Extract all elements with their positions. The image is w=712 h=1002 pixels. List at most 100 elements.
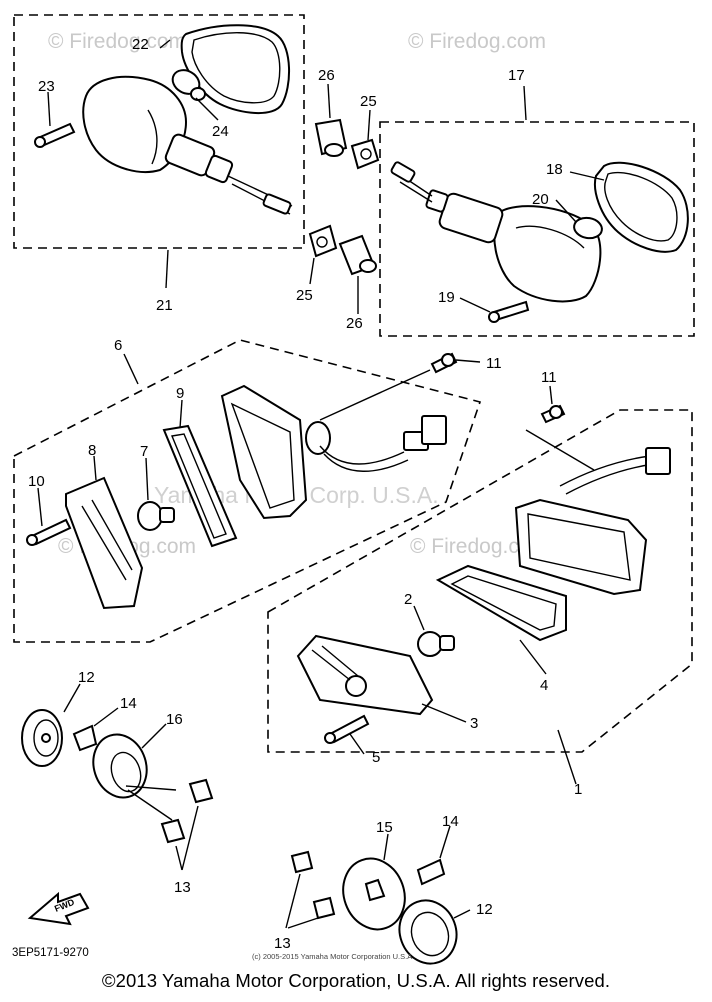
screw-5-head (324, 732, 336, 744)
callout-14-left: 14 (120, 695, 137, 712)
screw-11-right-axis (525, 429, 595, 471)
callout-21: 21 (156, 297, 173, 314)
group-21-boundary (13, 14, 305, 249)
callout-13-right: 13 (274, 935, 291, 952)
gasket-4 (435, 564, 567, 642)
lens-3-facets (311, 645, 359, 681)
callout-12-left: 12 (78, 669, 95, 686)
leader-12-right (453, 909, 471, 919)
callout-3: 3 (470, 715, 478, 732)
housing-21-edge (147, 109, 158, 165)
grommets (308, 83, 380, 314)
leader-11-right (549, 385, 553, 405)
diagram-code: 3EP5171-9270 (12, 947, 89, 959)
callout-4: 4 (540, 677, 548, 694)
gasket-4-inner (450, 575, 557, 631)
connector-17 (390, 161, 416, 183)
leader-3 (421, 703, 467, 723)
bolt-14-right (416, 858, 446, 886)
callout-22: 22 (132, 36, 149, 53)
leader-14-left (93, 707, 119, 727)
lens-18-rim (604, 172, 678, 242)
callout-26-bottom: 26 (346, 315, 363, 332)
watermark-top-left: © Firedog.com (48, 30, 186, 53)
watermark-mid-right: © Firedog.com (410, 535, 548, 558)
bulb-7 (137, 501, 163, 531)
fwd-arrow-shape (27, 891, 90, 926)
leader-25-bottom (309, 257, 315, 285)
reflector-12-left-inner (33, 719, 59, 757)
leader-6 (123, 353, 139, 385)
bulb-20 (573, 216, 603, 240)
group-17-boundary (379, 121, 695, 337)
callout-25-bottom: 25 (296, 287, 313, 304)
connector-21 (262, 193, 292, 215)
leader-8 (93, 455, 97, 481)
lens-22-rim (191, 32, 281, 104)
housing-6 (220, 384, 308, 520)
screw-11-top-head (441, 353, 455, 367)
leader-9 (179, 399, 183, 429)
callout-26-top: 26 (318, 67, 335, 84)
callout-16: 16 (166, 711, 183, 728)
leader-2 (413, 605, 425, 631)
fwd-arrow: FWD (27, 891, 90, 926)
reflector-12-right-inner (410, 911, 450, 957)
leader-21 (165, 249, 169, 289)
bulb-2-base (439, 635, 455, 651)
callout-13-left: 13 (174, 879, 191, 896)
leader-22 (159, 39, 171, 49)
callout-8: 8 (88, 442, 96, 459)
assembly-6 (13, 339, 482, 643)
callout-6: 6 (114, 337, 122, 354)
callout-24: 24 (212, 123, 229, 140)
leader-24 (195, 97, 219, 121)
housing-17-edge (515, 225, 585, 249)
grommet-26-bottom-end (359, 259, 377, 273)
leader-19 (459, 297, 491, 313)
bracket-15-slot (364, 878, 386, 902)
callout-12-right: 12 (476, 901, 493, 918)
bulb-7-base (159, 507, 175, 523)
watermark-top-right: © Firedog.com (408, 30, 546, 53)
callout-10: 10 (28, 473, 45, 490)
group-6-boundary (13, 339, 482, 643)
callout-11-top: 11 (486, 355, 502, 372)
nut-13-left-b (160, 818, 186, 844)
small-copyright: (c) 2005-2015 Yamaha Motor Corporation U… (252, 952, 415, 961)
leader-4 (519, 639, 547, 675)
lens-3 (296, 634, 434, 716)
callout-17: 17 (508, 67, 525, 84)
leader-25-top (367, 109, 371, 141)
callout-2: 2 (404, 591, 412, 608)
nut-25-bottom (308, 224, 338, 258)
assembly-17 (379, 85, 695, 337)
bracket-16-inner (110, 751, 142, 793)
leader-13-left-b (175, 845, 183, 871)
lens-8-facets (81, 499, 133, 581)
screw-23-head (34, 136, 46, 148)
screw-11-top-axis (319, 369, 431, 421)
callout-18: 18 (546, 161, 563, 178)
leader-15 (383, 833, 389, 861)
reflector-12-right (398, 899, 458, 965)
leader-13-right-a (285, 873, 301, 929)
nut-13-right-a (290, 850, 314, 874)
callout-1: 1 (574, 781, 582, 798)
callout-14-right: 14 (442, 813, 459, 830)
screw-10-head (26, 534, 38, 546)
leader-10 (37, 487, 43, 527)
callout-11-right: 11 (541, 369, 557, 386)
nut-13-right-b (312, 896, 336, 920)
leader-20 (555, 199, 577, 223)
leader-14-right (439, 825, 451, 859)
leader-1 (557, 729, 577, 785)
bulb-24-base (190, 87, 206, 101)
leader-16 (141, 723, 167, 749)
leader-11-top (455, 359, 481, 363)
copyright-footer: ©2013 Yamaha Motor Corporation, U.S.A. A… (101, 970, 611, 991)
housing-6-socket (305, 421, 331, 455)
housing-6-inner (230, 402, 295, 509)
callout-9: 9 (176, 385, 184, 402)
